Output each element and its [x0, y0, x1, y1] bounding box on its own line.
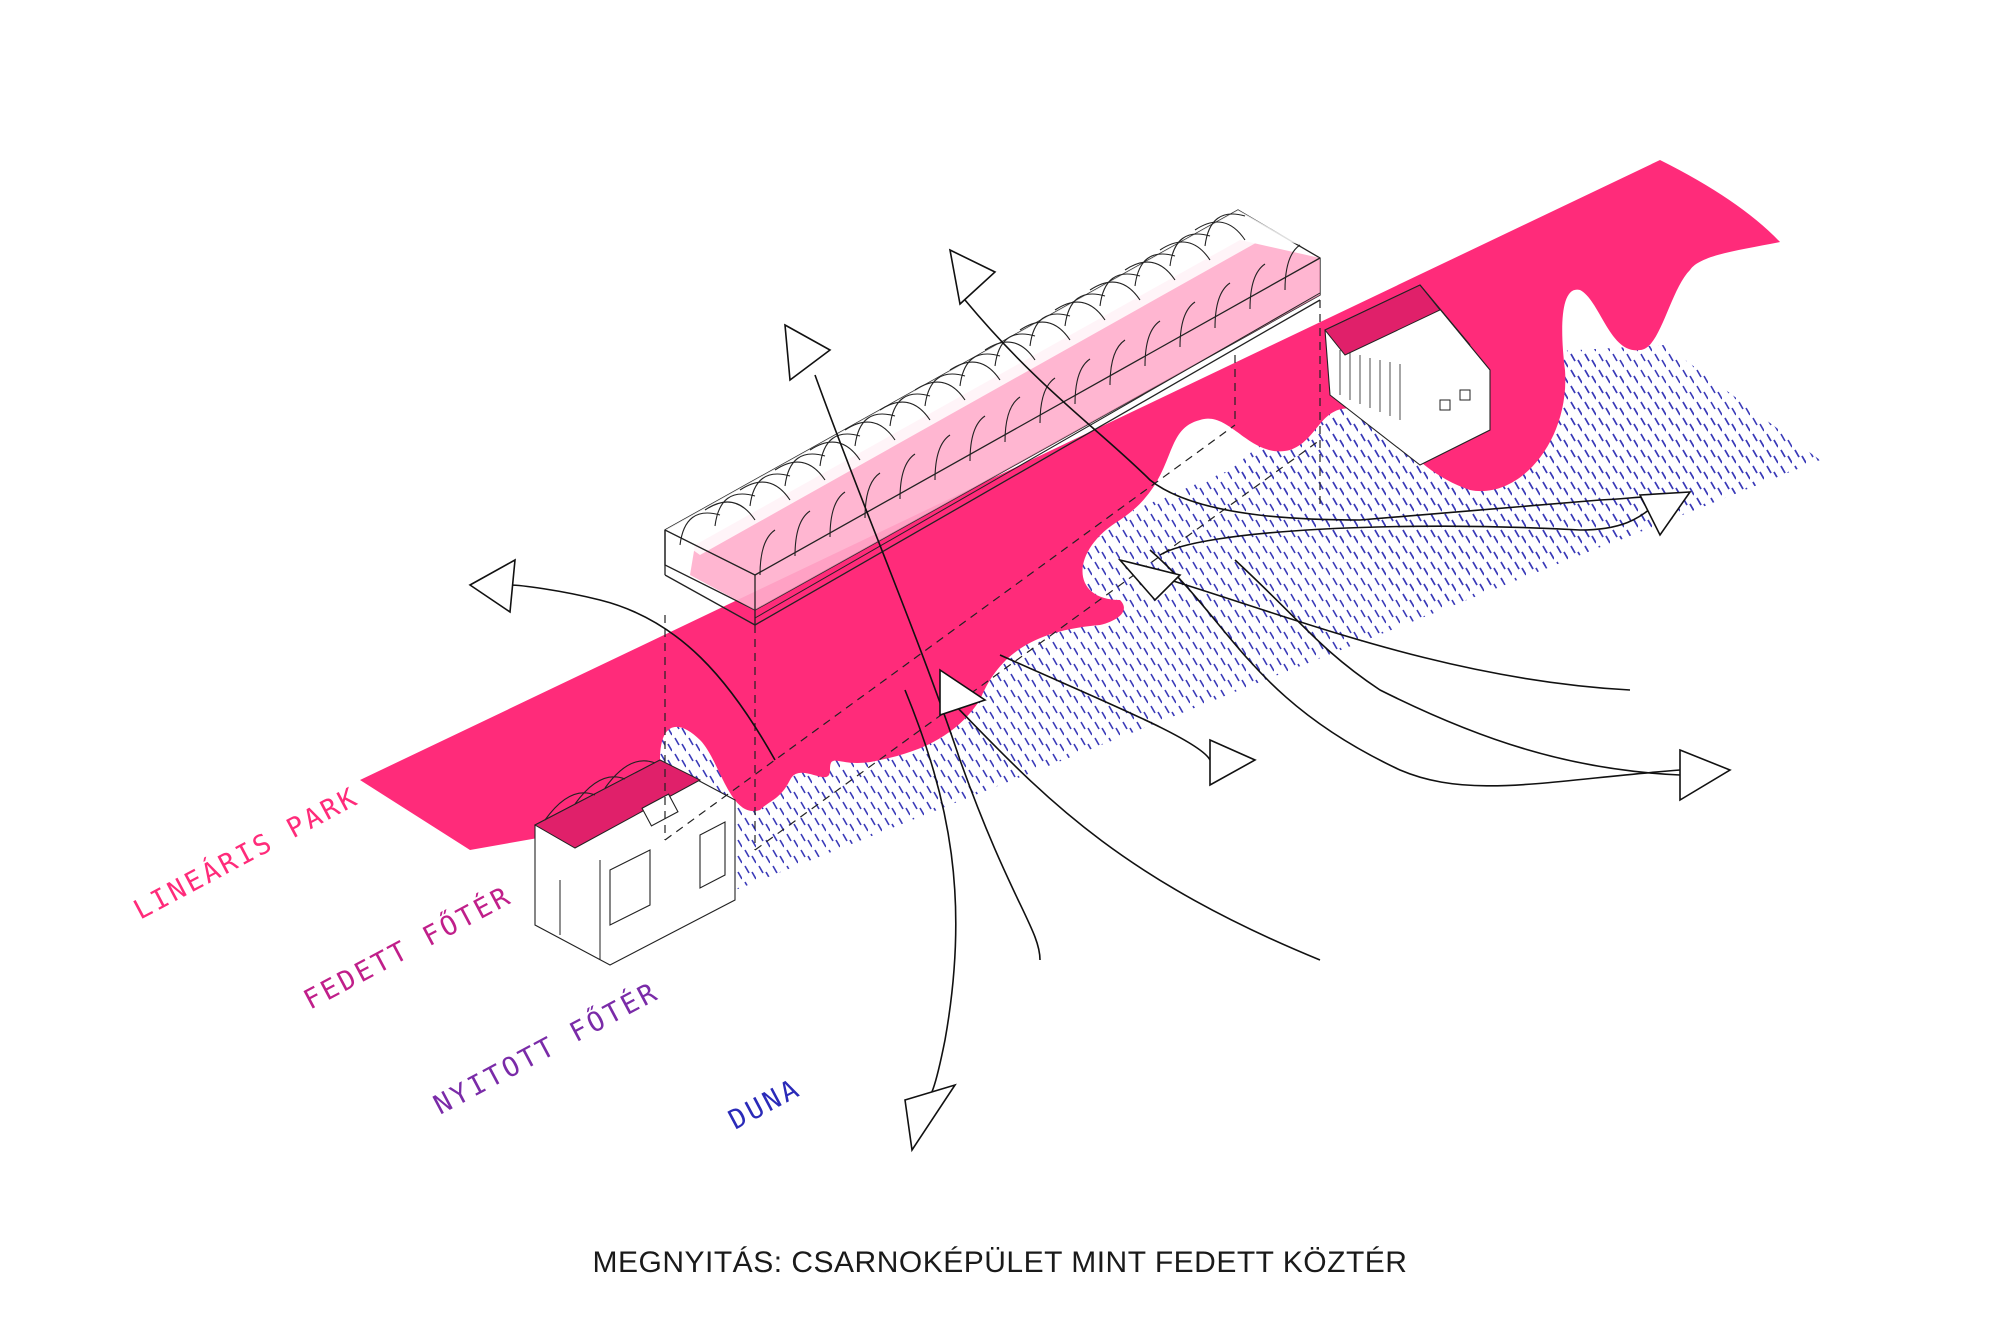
flow-arrow-river-2: [1169, 579, 1631, 691]
diagram-caption: MEGNYITÁS: CSARNOKÉPÜLET MINT FEDETT KÖZ…: [592, 1246, 1408, 1279]
arrow-head-north-2: [948, 248, 997, 306]
covered-square-building: [533, 759, 736, 966]
arrow-head-east-1: [1679, 748, 1732, 802]
flow-arrows: [468, 248, 1732, 1153]
flow-arrow-north-1: [814, 374, 1041, 961]
flow-arrow-south-1: [939, 689, 1321, 961]
arrow-head-south-1: [939, 668, 987, 717]
arrow-head-river-1: [1638, 491, 1692, 537]
market-hall-building: [664, 209, 1321, 626]
label-duna: DUNA: [724, 1073, 807, 1137]
flow-arrow-river-1: [1159, 499, 1661, 556]
arrow-head-east-3: [1209, 738, 1257, 787]
flow-arrow-east-3: [999, 654, 1211, 761]
arrow-head-north-1: [784, 323, 832, 382]
arrow-head-west: [468, 558, 516, 614]
flow-arrow-southwest: [904, 689, 957, 1101]
arrow-head-southwest: [904, 1083, 957, 1153]
arrow-head-river-2: [1117, 558, 1182, 602]
flow-arrow-east-1: [1149, 549, 1681, 787]
flow-arrow-north-2: [964, 299, 1671, 521]
label-nyitott-foter: NYITOTT FŐTÉR: [428, 975, 664, 1121]
hall-projection-lines: [664, 300, 1321, 851]
flow-arrow-west: [509, 584, 776, 761]
flow-arrow-east-2: [1234, 559, 1681, 776]
label-fedett-foter: FEDETT FŐTÉR: [298, 879, 517, 1016]
label-linearis-park: LINEÁRIS PARK: [128, 780, 364, 926]
house-building: [1324, 284, 1491, 466]
